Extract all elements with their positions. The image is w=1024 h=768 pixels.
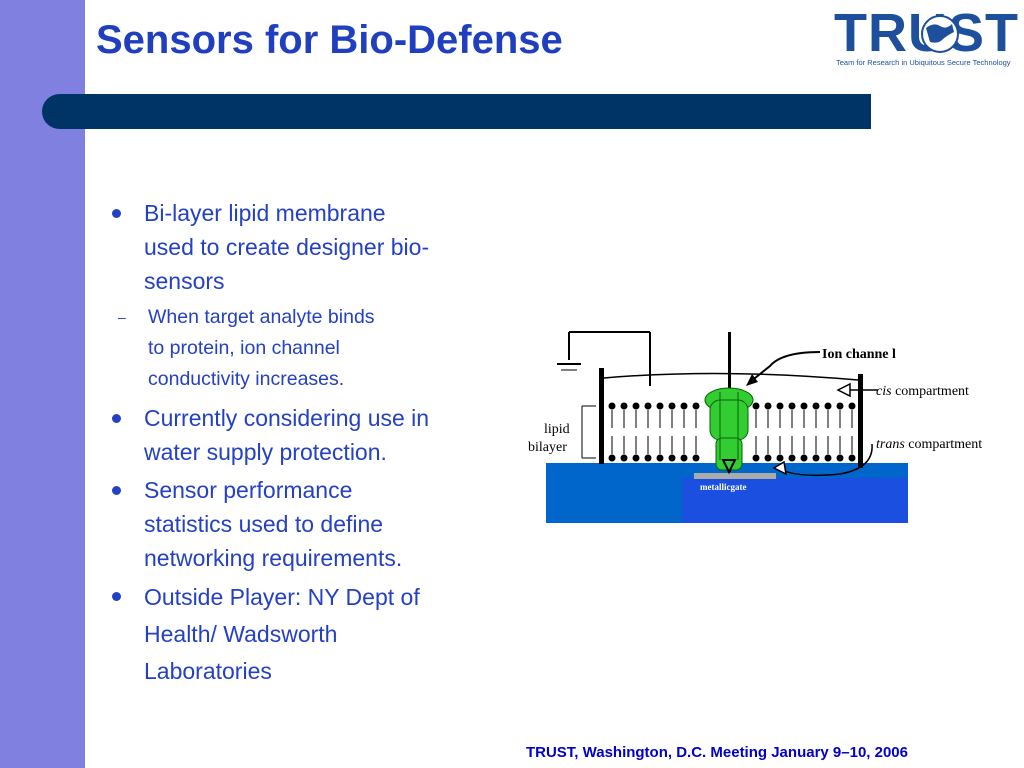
lipid-head	[764, 454, 772, 462]
bullet-list: Bi-layer lipid membrane used to create d…	[104, 196, 504, 694]
lipid-head	[848, 402, 856, 410]
lipid-head	[620, 454, 628, 462]
lipid-head	[788, 454, 796, 462]
cis-surface	[603, 372, 859, 381]
cis-arrowhead	[836, 382, 851, 398]
sub-bullet-line: When target analyte binds	[148, 306, 375, 328]
left-electrode	[599, 368, 604, 464]
bullet-dot	[112, 592, 121, 601]
gate-arrowhead	[772, 460, 787, 476]
lipid-head	[680, 454, 688, 462]
lipid-head	[680, 402, 688, 410]
sub-bullet-line: conductivity increases.	[148, 368, 345, 390]
ion-channel-label: Ion channe l	[822, 347, 896, 362]
lipid-head	[800, 454, 808, 462]
logo-tagline: Team for Research in Ubiquitous Secure T…	[836, 58, 1011, 67]
lipid-head	[764, 402, 772, 410]
ion-channel-protein	[704, 387, 754, 475]
lipid-head	[848, 454, 856, 462]
lipid-head	[788, 402, 796, 410]
bullet-item: Bi-layer lipid membrane used to create d…	[104, 196, 504, 298]
lipid-head	[668, 402, 676, 410]
bullet-item: Outside Player: NY Dept of Health/ Wadsw…	[104, 579, 504, 690]
cis-rest: compartment	[892, 384, 969, 399]
lipid-head	[692, 454, 700, 462]
bullet-dot	[112, 486, 121, 495]
bullet-dot	[112, 414, 121, 423]
sub-bullet-line: to protein, ion channel	[148, 337, 340, 359]
lipid-head	[776, 454, 784, 462]
lipid-head	[812, 454, 820, 462]
lipid-label: lipid	[544, 422, 570, 437]
lipid-head	[824, 402, 832, 410]
trans-compartment-block	[682, 478, 908, 523]
lipid-head	[656, 402, 664, 410]
bullet-line: Sensor performance	[144, 477, 353, 503]
ion-channel-arrow	[749, 351, 821, 383]
bullet-line: networking requirements.	[144, 545, 403, 571]
gate-label: metallicgate	[700, 482, 746, 492]
bullet-item: Sensor performance statistics used to de…	[104, 473, 504, 575]
bullet-line: Currently considering use in	[144, 405, 430, 431]
trust-logo: TRUST Team for Research in Ubiquitous Se…	[834, 6, 1018, 72]
sub-bullet-item: – When target analyte binds to protein, …	[64, 302, 504, 395]
bullet-line: Bi-layer lipid membrane	[144, 200, 386, 226]
trans-rest: compartment	[905, 437, 982, 452]
title-bar	[42, 94, 871, 129]
lipid-head	[632, 402, 640, 410]
bullet-dot	[112, 209, 121, 218]
lipid-head	[608, 454, 616, 462]
lipid-head	[632, 454, 640, 462]
cis-label: cis compartment	[876, 384, 969, 399]
lipid-head	[824, 454, 832, 462]
lipid-head	[752, 402, 760, 410]
slide-title: Sensors for Bio-Defense	[96, 18, 563, 62]
lipid-head	[608, 402, 616, 410]
biosensor-diagram: metallicgate Ion channe l cis compartmen…	[528, 331, 982, 523]
bullet-line: used to create designer bio-	[144, 234, 430, 260]
lipid-head	[656, 454, 664, 462]
lipid-head	[800, 402, 808, 410]
lipid-head	[644, 454, 652, 462]
cis-italic: cis	[876, 384, 892, 399]
sub-bullet-dash: –	[118, 309, 126, 325]
trans-arrow	[781, 443, 873, 477]
bullet-line: Health/ Wadsworth	[144, 621, 338, 647]
bullet-line: statistics used to define	[144, 511, 384, 537]
slide-footer: TRUST, Washington, D.C. Meeting January …	[525, 744, 908, 761]
lipid-head	[776, 402, 784, 410]
lipid-head	[668, 454, 676, 462]
bullet-line: water supply protection.	[144, 439, 387, 465]
lipid-head	[644, 402, 652, 410]
lipid-head	[692, 402, 700, 410]
trans-italic: trans	[876, 437, 905, 452]
bilayer-label: bilayer	[528, 440, 567, 455]
lipid-head	[620, 402, 628, 410]
lipid-head	[836, 454, 844, 462]
lipid-head	[752, 454, 760, 462]
metallic-gate	[694, 473, 776, 479]
ion-channel-arrowhead	[746, 374, 758, 386]
right-electrode	[858, 374, 863, 468]
lipid-bilayer	[608, 402, 856, 462]
globe-icon	[921, 15, 959, 53]
bullet-line: sensors	[144, 268, 225, 294]
trans-label: trans compartment	[876, 437, 982, 452]
lipid-head	[836, 402, 844, 410]
bullet-line: Laboratories	[144, 658, 272, 684]
lipid-head	[812, 402, 820, 410]
bullet-item: Currently considering use in water suppl…	[104, 401, 504, 469]
bullet-line: Outside Player: NY Dept of	[144, 584, 420, 610]
